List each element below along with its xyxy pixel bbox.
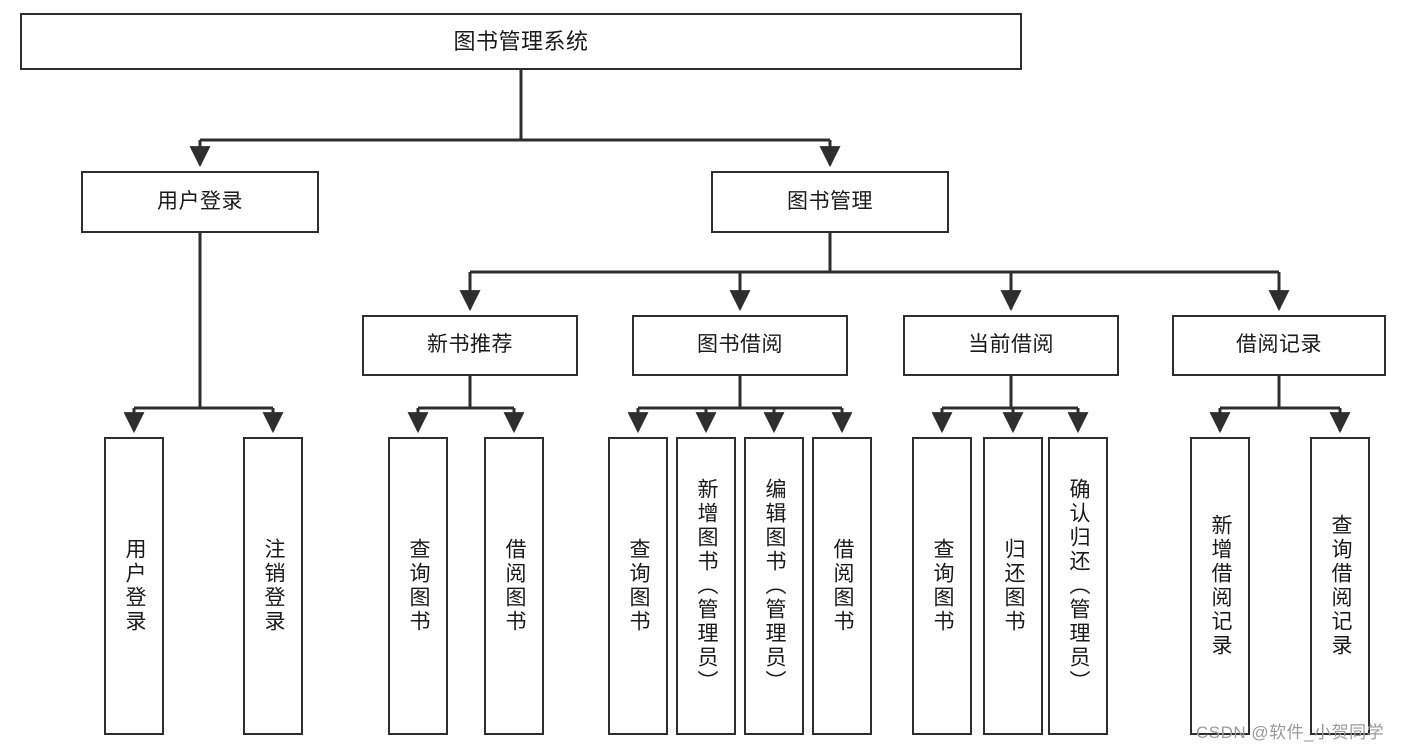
leaf-borrow-book[interactable]: 借阅图书 xyxy=(812,437,872,735)
watermark: CSDN @软件_小贺同学 xyxy=(1196,723,1385,742)
leaf-return-book-label: 归还图书 xyxy=(1002,538,1026,634)
node-user-login[interactable]: 用户登录 xyxy=(81,171,319,233)
node-book-management-label: 图书管理 xyxy=(787,189,873,213)
leaf-borrow-book-label: 借阅图书 xyxy=(831,538,855,634)
leaf-query-book-borrow[interactable]: 查询图书 xyxy=(608,437,668,735)
node-current-borrow[interactable]: 当前借阅 xyxy=(903,315,1119,376)
leaf-add-borrow-record[interactable]: 新增借阅记录 xyxy=(1190,437,1250,735)
node-borrow-record[interactable]: 借阅记录 xyxy=(1172,315,1386,376)
leaf-edit-book-admin-label: 编辑图书（管理员） xyxy=(763,478,787,694)
node-current-borrow-label: 当前借阅 xyxy=(968,333,1054,357)
leaf-add-book-admin[interactable]: 新增图书（管理员） xyxy=(676,437,736,735)
node-root[interactable]: 图书管理系统 xyxy=(20,13,1022,70)
leaf-query-borrow-record[interactable]: 查询借阅记录 xyxy=(1310,437,1370,735)
leaf-return-book[interactable]: 归还图书 xyxy=(983,437,1043,735)
node-book-borrow[interactable]: 图书借阅 xyxy=(632,315,848,376)
leaf-query-borrow-record-label: 查询借阅记录 xyxy=(1329,514,1353,658)
leaf-confirm-return-admin-label: 确认归还（管理员） xyxy=(1067,478,1091,694)
leaf-add-book-admin-label: 新增图书（管理员） xyxy=(695,478,719,694)
leaf-query-book-current[interactable]: 查询图书 xyxy=(912,437,972,735)
node-borrow-record-label: 借阅记录 xyxy=(1236,333,1322,357)
leaf-borrow-book-newbook-label: 借阅图书 xyxy=(503,538,527,634)
leaf-add-borrow-record-label: 新增借阅记录 xyxy=(1209,514,1233,658)
leaf-borrow-book-newbook[interactable]: 借阅图书 xyxy=(484,437,544,735)
leaf-user-login-label: 用户登录 xyxy=(123,538,147,634)
leaf-confirm-return-admin[interactable]: 确认归还（管理员） xyxy=(1048,437,1108,735)
leaf-edit-book-admin[interactable]: 编辑图书（管理员） xyxy=(744,437,804,735)
leaf-user-login[interactable]: 用户登录 xyxy=(104,437,164,735)
leaf-query-book-newbook-label: 查询图书 xyxy=(407,538,431,634)
leaf-query-book-newbook[interactable]: 查询图书 xyxy=(388,437,448,735)
node-new-book-recommend-label: 新书推荐 xyxy=(427,333,513,357)
leaf-logout[interactable]: 注销登录 xyxy=(243,437,303,735)
leaf-query-book-current-label: 查询图书 xyxy=(931,538,955,634)
node-book-management[interactable]: 图书管理 xyxy=(711,171,949,233)
node-user-login-label: 用户登录 xyxy=(157,189,243,213)
node-book-borrow-label: 图书借阅 xyxy=(697,333,783,357)
leaf-query-book-borrow-label: 查询图书 xyxy=(627,538,651,634)
node-root-label: 图书管理系统 xyxy=(453,28,589,54)
node-new-book-recommend[interactable]: 新书推荐 xyxy=(362,315,578,376)
leaf-logout-label: 注销登录 xyxy=(262,538,286,634)
